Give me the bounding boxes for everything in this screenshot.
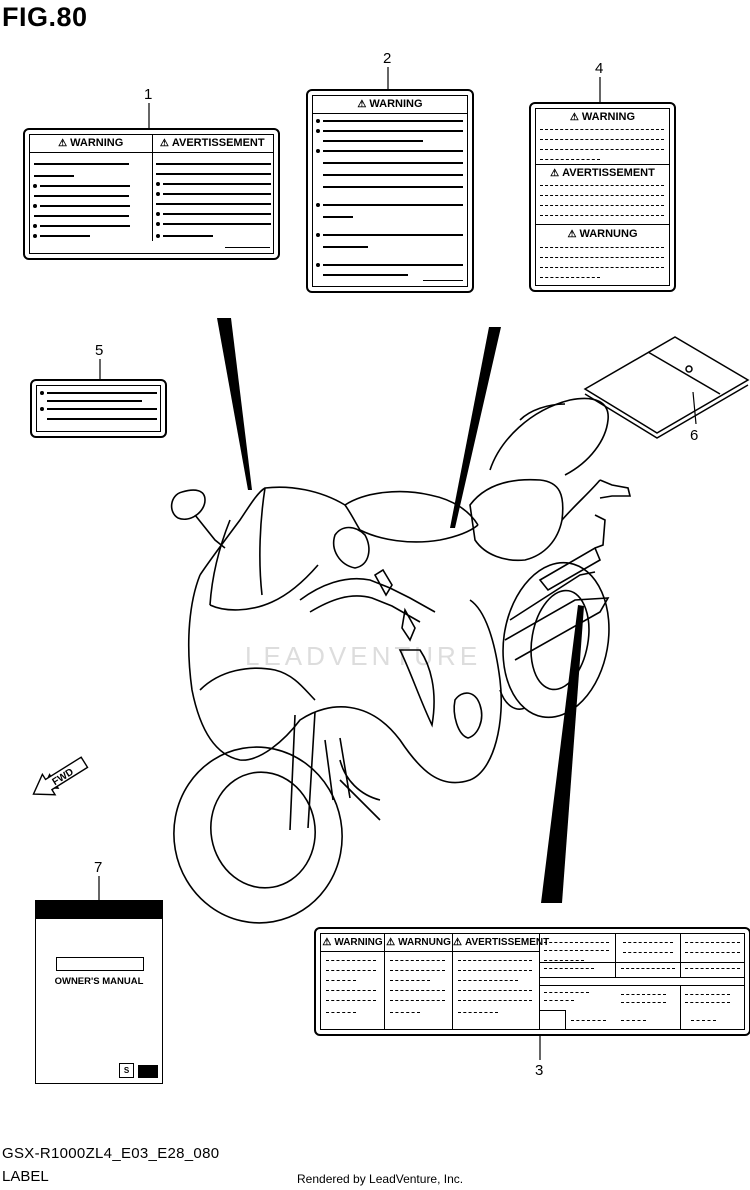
owners-manual-booklet: OWNER'S MANUAL S (35, 900, 163, 1084)
label-2: ⚠WARNING (306, 89, 474, 293)
label-3-warning-header: ⚠WARNING (321, 934, 385, 952)
suzuki-logo-icon: S (119, 1063, 134, 1078)
front-fork (289, 711, 351, 831)
warning-triangle-icon: ⚠ (567, 229, 577, 240)
leader-wedge-label2 (450, 327, 501, 528)
callout-7: 7 (94, 859, 103, 876)
diagram-label: LABEL (2, 1168, 49, 1185)
warning-triangle-icon: ⚠ (386, 937, 396, 948)
label-4-warnung-header: ⚠WARNUNG (567, 228, 638, 240)
warning-triangle-icon: ⚠ (159, 138, 169, 149)
diagram-code: GSX-R1000ZL4_E03_E28_080 (2, 1145, 220, 1162)
warning-triangle-icon: ⚠ (550, 168, 560, 179)
rendered-by-credit: Rendered by LeadVenture, Inc. (297, 1172, 464, 1186)
label-1: ⚠WARNING ⚠AVERTISSEMENT (23, 128, 280, 260)
front-wheel (173, 746, 343, 924)
label-4: ⚠WARNING ⚠AVERTISSEMENT ⚠WARNUNG (529, 102, 676, 292)
callout-leaders (98, 67, 601, 1060)
label-1-divider (151, 152, 153, 241)
label-2-warning-header: ⚠WARNING (313, 96, 467, 114)
label-1-warning-header: ⚠WARNING (30, 135, 153, 153)
warning-triangle-icon: ⚠ (453, 937, 462, 948)
label-3: ⚠WARNING ⚠WARNUNG ⚠AVERTISSEMENT (314, 927, 750, 1036)
warning-triangle-icon: ⚠ (322, 937, 332, 948)
label-6-leader (692, 391, 697, 425)
callout-1: 1 (144, 86, 153, 103)
watermark-text: LEADVENTURE (245, 641, 481, 671)
warning-triangle-icon: ⚠ (569, 112, 579, 123)
warning-triangle-icon: ⚠ (58, 138, 68, 149)
callout-6: 6 (690, 427, 699, 444)
rear-wheel (502, 561, 610, 719)
owners-manual-tab (138, 1065, 158, 1078)
owners-manual-title: OWNER'S MANUAL (54, 976, 144, 987)
label-4-avertissement-header: ⚠AVERTISSEMENT (550, 167, 655, 179)
label-5 (30, 379, 167, 438)
label-1-avertissement-header: ⚠AVERTISSEMENT (151, 135, 273, 153)
leader-wedge-label3 (541, 605, 584, 903)
callout-4: 4 (595, 60, 604, 77)
bodywork (187, 397, 632, 821)
fwd-arrow-icon: FWD (32, 756, 89, 796)
label-3-avertissement-header: ⚠AVERTISSEMENT (453, 934, 549, 952)
owners-manual-title-box (56, 957, 144, 971)
callout-2: 2 (383, 50, 392, 67)
label-3-warnung-header: ⚠WARNUNG (385, 934, 453, 952)
callout-3: 3 (535, 1062, 544, 1079)
leader-wedge-label1 (217, 318, 252, 490)
label-6-sheet (583, 336, 750, 439)
warning-triangle-icon: ⚠ (357, 99, 367, 110)
label-4-warning-header: ⚠WARNING (569, 111, 636, 123)
handlebars-mirrors (170, 489, 436, 642)
callout-5: 5 (95, 342, 104, 359)
figure-title: FIG.80 (2, 2, 88, 32)
owners-manual-band (36, 901, 162, 919)
